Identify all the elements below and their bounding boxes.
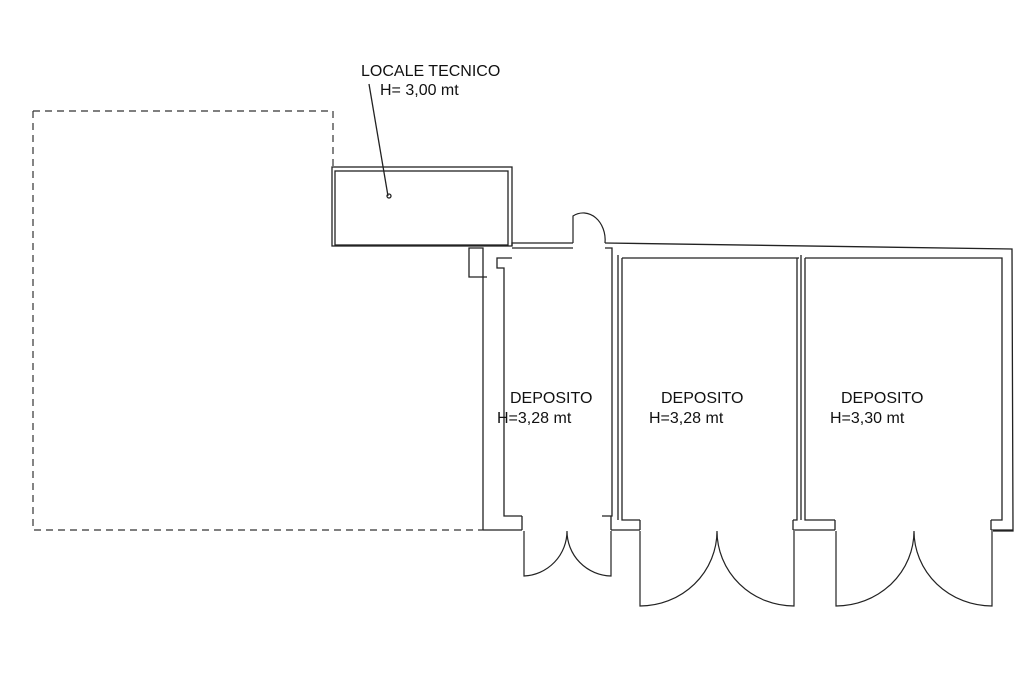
door-top — [572, 212, 606, 244]
door-room-2 — [639, 530, 795, 607]
door-room-3 — [835, 530, 993, 607]
storage-outer-wall — [468, 242, 1014, 532]
room-1-walls — [496, 247, 613, 517]
locale-tecnico-outer-wall — [331, 166, 513, 247]
leader-dot — [386, 193, 392, 199]
door-jambs — [521, 516, 992, 530]
room-2-walls — [793, 258, 798, 521]
room-3-height: H=3,30 mt — [830, 410, 905, 427]
locale-tecnico-name: LOCALE TECNICO — [361, 63, 500, 80]
room-1-name: DEPOSITO — [510, 390, 592, 407]
locale-tecnico-height: H= 3,00 mt — [380, 82, 459, 99]
door-room-1 — [523, 530, 612, 577]
room-1-height: H=3,28 mt — [497, 410, 572, 427]
dashed-boundary — [32, 110, 483, 531]
room-3-name: DEPOSITO — [841, 390, 923, 407]
room-2-height: H=3,28 mt — [649, 410, 724, 427]
room-2-name: DEPOSITO — [661, 390, 743, 407]
partition-1-2 — [617, 255, 799, 521]
partition-2-3 — [800, 255, 1003, 521]
leader-line — [368, 83, 389, 197]
locale-tecnico-inner-wall — [334, 170, 509, 246]
